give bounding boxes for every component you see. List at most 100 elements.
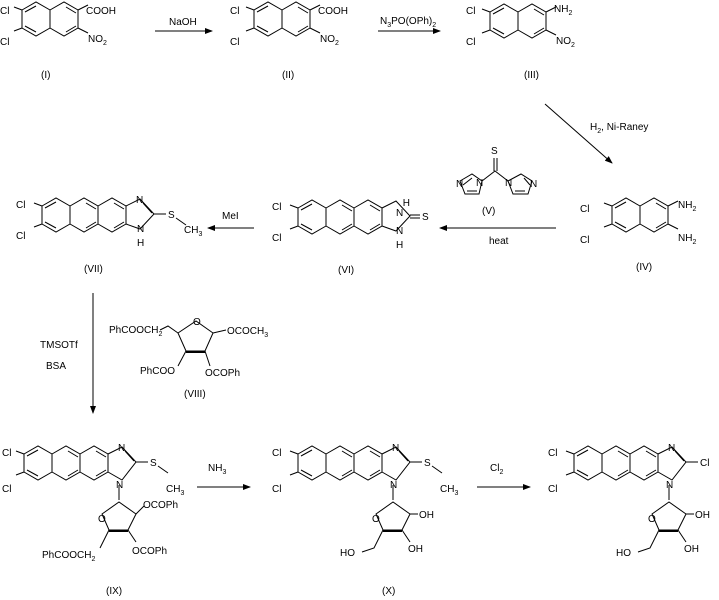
reagent-label: Cl2 — [490, 463, 503, 476]
oh-group: OH — [408, 544, 423, 555]
compound-V: N N N N S (V) — [456, 146, 537, 217]
no2-group: NO2 — [556, 36, 575, 49]
reagent-label: H2, Ni-Raney — [590, 122, 648, 135]
reagent-label: TMSOTf — [40, 340, 78, 351]
cl-atom: Cl — [700, 458, 709, 469]
ch3-group: CH3 — [184, 225, 202, 238]
compound-label: (IX) — [106, 586, 122, 597]
compound-label: (II) — [282, 70, 294, 81]
oh-group: OH — [695, 510, 710, 521]
oh-group: OH — [684, 544, 699, 555]
thione-bond — [410, 214, 420, 219]
reaction-arrow — [544, 103, 613, 164]
substituent: PhCOOCH2 — [42, 550, 95, 563]
imidazole-ring — [381, 200, 411, 232]
compound-label: (VIII) — [184, 389, 206, 400]
ho-group: HO — [340, 548, 355, 559]
s-atom: S — [491, 146, 498, 157]
nh2-group: NH2 — [678, 233, 696, 246]
cl-atom: Cl — [548, 484, 557, 495]
substituent: OCOPh — [143, 500, 178, 511]
compound-X: Cl Cl N N S CH3 O OH OH HO (X) — [272, 443, 458, 597]
cl-atom: Cl — [16, 200, 25, 211]
o-atom: O — [193, 317, 201, 328]
cl-atom: Cl — [2, 448, 11, 459]
reagent-label: NaOH — [169, 17, 197, 28]
n-atom: N — [136, 195, 143, 206]
ho-group: HO — [616, 548, 631, 559]
cl-atom: Cl — [0, 37, 9, 48]
cooh-group: COOH — [86, 6, 116, 17]
compound-VII: Cl Cl N N H S CH3 (VII) — [16, 195, 202, 275]
compound-III: Cl Cl NH2 NO2 (III) — [466, 3, 575, 81]
cl-atom: Cl — [466, 37, 475, 48]
n-atom: N — [476, 178, 483, 189]
compound-label: (X) — [382, 586, 395, 597]
reagent-label: BSA — [46, 361, 66, 372]
n-atom: N — [530, 179, 537, 190]
cl-atom: Cl — [580, 204, 589, 215]
cl-atom: Cl — [272, 233, 281, 244]
compound-I: Cl Cl COOH NO2 (I) — [0, 1, 116, 81]
substituent: PhCOOCH2 — [109, 325, 162, 338]
ring-b — [49, 1, 79, 37]
compound-label: (VI) — [338, 265, 354, 276]
cl-atom: Cl — [16, 231, 25, 242]
cl-atom: Cl — [272, 484, 281, 495]
n-atom: N — [137, 224, 144, 235]
cl-atom: Cl — [272, 448, 281, 459]
nh-group: N — [396, 226, 403, 237]
compound-product: Cl Cl N N Cl O OH OH HO — [548, 443, 710, 559]
n-atom: N — [390, 480, 397, 491]
n-atom: N — [392, 443, 399, 454]
furanose-ring — [177, 320, 214, 352]
cl-atom: Cl — [580, 235, 589, 246]
s-atom: S — [150, 458, 157, 469]
substituent: OCOCH3 — [227, 326, 268, 339]
s-atom: S — [422, 212, 429, 223]
compound-VIII: O PhCOOCH2 OCOCH3 PhCOO OCOPh (VIII) — [109, 317, 268, 400]
substituent: PhCOO — [140, 366, 175, 377]
nh2-group: NH2 — [678, 200, 696, 213]
cl-atom: Cl — [548, 448, 557, 459]
cl-atom: Cl — [466, 6, 475, 17]
cl-atom: Cl — [230, 6, 239, 17]
cl-atom: Cl — [2, 484, 11, 495]
cl-atom: Cl — [230, 37, 239, 48]
cl-atom: Cl — [272, 202, 281, 213]
o-atom: O — [98, 514, 106, 525]
nh2-group: NH2 — [554, 4, 572, 17]
substituent: OCOPh — [205, 368, 240, 379]
imidazole-ring — [459, 173, 483, 195]
cooh-group: COOH — [318, 6, 348, 17]
compound-label: (III) — [524, 70, 539, 81]
reagent-label: NH3 — [208, 463, 226, 476]
reagent-label: heat — [489, 236, 509, 247]
h-atom: H — [137, 238, 144, 249]
compound-IX: Cl Cl N N S CH3 O OCOPh OCOPh PhCOOCH2 (… — [2, 443, 184, 597]
compound-label: (VII) — [84, 264, 103, 275]
o-atom: O — [372, 514, 380, 525]
n-atom: N — [666, 480, 673, 491]
reagent-label: N3PO(OPh)2 — [380, 16, 436, 29]
no2-group: NO2 — [88, 34, 107, 47]
substituent: OCOPh — [132, 546, 167, 557]
no2-group: NO2 — [320, 34, 339, 47]
n-atom: N — [116, 480, 123, 491]
compound-label: (IV) — [636, 262, 652, 273]
compound-label: (V) — [482, 206, 495, 217]
compound-IV: Cl Cl NH2 NH2 (IV) — [580, 197, 696, 273]
ring-a — [21, 1, 51, 37]
cl-atom: Cl — [0, 6, 9, 17]
compound-label: (I) — [41, 70, 50, 81]
compound-II: Cl Cl COOH NO2 (II) — [230, 1, 348, 81]
ch3-group: CH3 — [440, 484, 458, 497]
h-atom: H — [396, 240, 403, 251]
s-atom: S — [424, 458, 431, 469]
reagent-label: MeI — [222, 211, 239, 222]
double-bonds — [24, 5, 77, 33]
